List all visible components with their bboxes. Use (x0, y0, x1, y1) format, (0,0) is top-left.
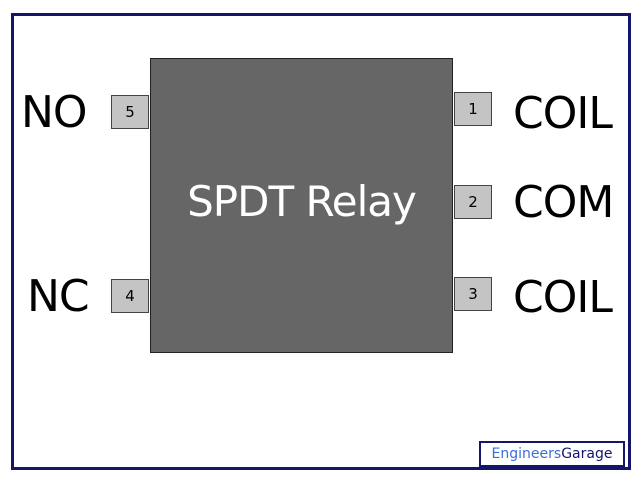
pin-1: 1 (454, 92, 492, 126)
relay-title: SPDT Relay (187, 177, 417, 226)
pin-label-com: COM (513, 177, 614, 228)
logo-part-engineers: Engineers (491, 446, 562, 462)
relay-body (150, 58, 453, 353)
logo-part-garage: Garage (561, 446, 613, 462)
pin-5: 5 (111, 95, 149, 129)
pin-2: 2 (454, 185, 492, 219)
diagram-frame (11, 13, 631, 470)
pin-label-no: NO (21, 87, 88, 138)
pin-label-coil-bottom: COIL (513, 272, 613, 323)
pin-label-nc: NC (27, 271, 90, 322)
pin-label-coil-top: COIL (513, 88, 613, 139)
engineersgarage-logo: EngineersGarage (479, 441, 625, 467)
pin-4: 4 (111, 279, 149, 313)
pin-3: 3 (454, 277, 492, 311)
